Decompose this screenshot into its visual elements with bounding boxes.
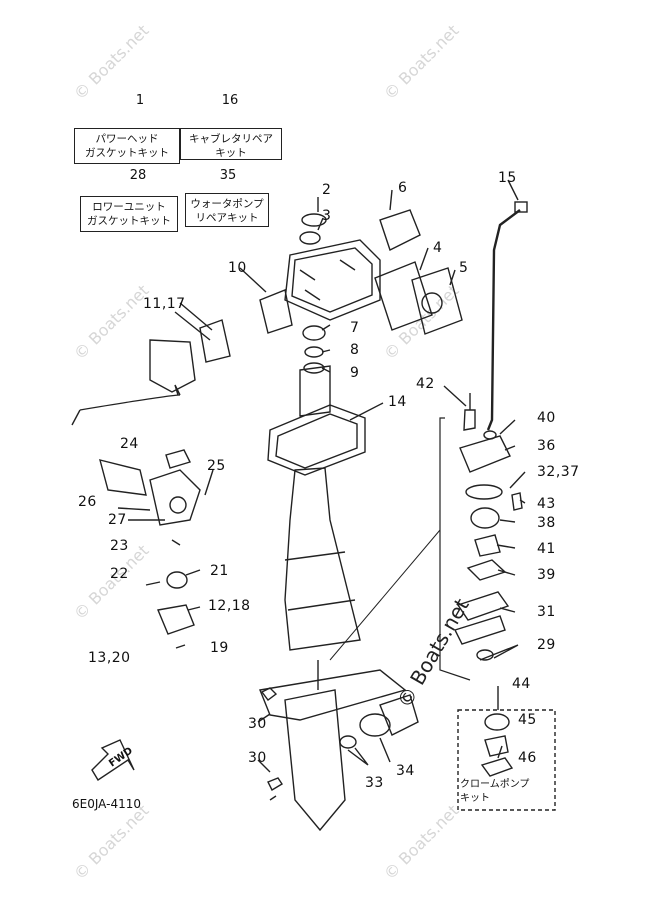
callout-46: 46 [518, 750, 537, 766]
callout-26: 26 [78, 494, 97, 510]
callout-42: 42 [416, 376, 435, 392]
kit-box-powerhead: パワーヘッド ガスケットキット [74, 128, 180, 164]
kit-line: リペアキット [195, 212, 259, 224]
callout-25: 25 [207, 458, 226, 474]
callout-9: 9 [350, 365, 360, 381]
chrome-kit-line: クロームポンプ [460, 779, 530, 790]
part-37-gasket [465, 484, 503, 500]
callout-23: 23 [110, 538, 129, 554]
part-4-gasket [374, 261, 433, 331]
callout-4: 4 [433, 240, 443, 256]
callout-6: 6 [398, 180, 408, 196]
callout-44: 44 [512, 676, 531, 692]
callout-45: 45 [518, 712, 537, 728]
part-36-pump-housing [459, 435, 511, 473]
kit-number: 28 [129, 168, 147, 183]
part-2-gasket [301, 213, 327, 227]
callout-29: 29 [537, 637, 556, 653]
part-41-impeller [474, 534, 501, 557]
part-24-cover [165, 449, 191, 469]
callout-38: 38 [537, 515, 556, 531]
part-11-intake [149, 339, 196, 393]
part-14-gasket [267, 404, 366, 476]
callout-34: 34 [396, 763, 415, 779]
part-26-body [99, 459, 147, 496]
fwd-arrow-icon [91, 739, 135, 781]
kit-line: キット [215, 147, 247, 159]
callout-7: 7 [350, 320, 360, 336]
part-5-plate [411, 267, 463, 335]
callout-19: 19 [210, 640, 229, 656]
part-6-cover [379, 209, 421, 251]
callout-14: 14 [388, 394, 407, 410]
callout-8: 8 [350, 342, 360, 358]
kit-line: パワーヘッド [95, 133, 159, 145]
kit-line: ガスケットキット [87, 215, 171, 227]
driveshaft-housing [284, 467, 361, 651]
callout-27: 27 [108, 512, 127, 528]
callout-2: 2 [322, 182, 332, 198]
callout-22: 22 [110, 566, 129, 582]
callout-13-20: 13,20 [88, 650, 131, 666]
lower-unit [284, 689, 346, 832]
part-34-ring [359, 713, 391, 737]
callout-30: 30 [248, 750, 267, 766]
part-31-plate [456, 591, 510, 621]
part-38-insert [470, 507, 500, 529]
kit-number: 1 [135, 93, 145, 108]
part-21-float [166, 571, 188, 589]
callout-24: 24 [120, 436, 139, 452]
chrome-kit-label: クロームポンプ キット [460, 778, 529, 806]
chrome-kit-line: キット [460, 793, 490, 804]
part-12-bowl [157, 604, 195, 635]
part-10-gasket [259, 289, 293, 334]
kit-line: キャブレタリペア [189, 133, 273, 145]
crank-housing [299, 365, 331, 417]
kit-line: ロワーユニット [92, 201, 166, 213]
callout-39: 39 [537, 567, 556, 583]
callout-41: 41 [537, 541, 556, 557]
callout-31: 31 [537, 604, 556, 620]
kit-box-lower: ロワーユニット ガスケットキット [80, 196, 178, 232]
part-15-water-tube [486, 209, 521, 431]
diagram-code: 6E0JA-4110 [72, 797, 141, 811]
kit-number: 35 [219, 168, 237, 183]
kit-box-carb: キャブレタリペア キット [180, 128, 282, 160]
callout-43: 43 [537, 496, 556, 512]
chrome-kit-box [457, 709, 556, 811]
callout-30: 30 [248, 716, 267, 732]
anti-cavitation-plate [259, 669, 407, 721]
callout-15: 15 [498, 170, 517, 186]
powerhead-block [284, 239, 381, 321]
callout-3: 3 [322, 208, 332, 224]
kit-box-waterpump: ウォータポンプ リペアキット [185, 193, 269, 227]
kit-number: 16 [221, 93, 239, 108]
callout-33: 33 [365, 775, 384, 791]
kit-line: ウォータポンプ [190, 198, 264, 210]
callout-40: 40 [537, 410, 556, 426]
callout-5: 5 [459, 260, 469, 276]
callout-21: 21 [210, 563, 229, 579]
callout-12-18: 12,18 [208, 598, 251, 614]
callout-36: 36 [537, 438, 556, 454]
kit-line: ガスケットキット [85, 147, 169, 159]
carburetor-body [149, 469, 201, 526]
callout-11-17: 11,17 [143, 296, 186, 312]
callout-10: 10 [228, 260, 247, 276]
callout-32-37: 32,37 [537, 464, 580, 480]
